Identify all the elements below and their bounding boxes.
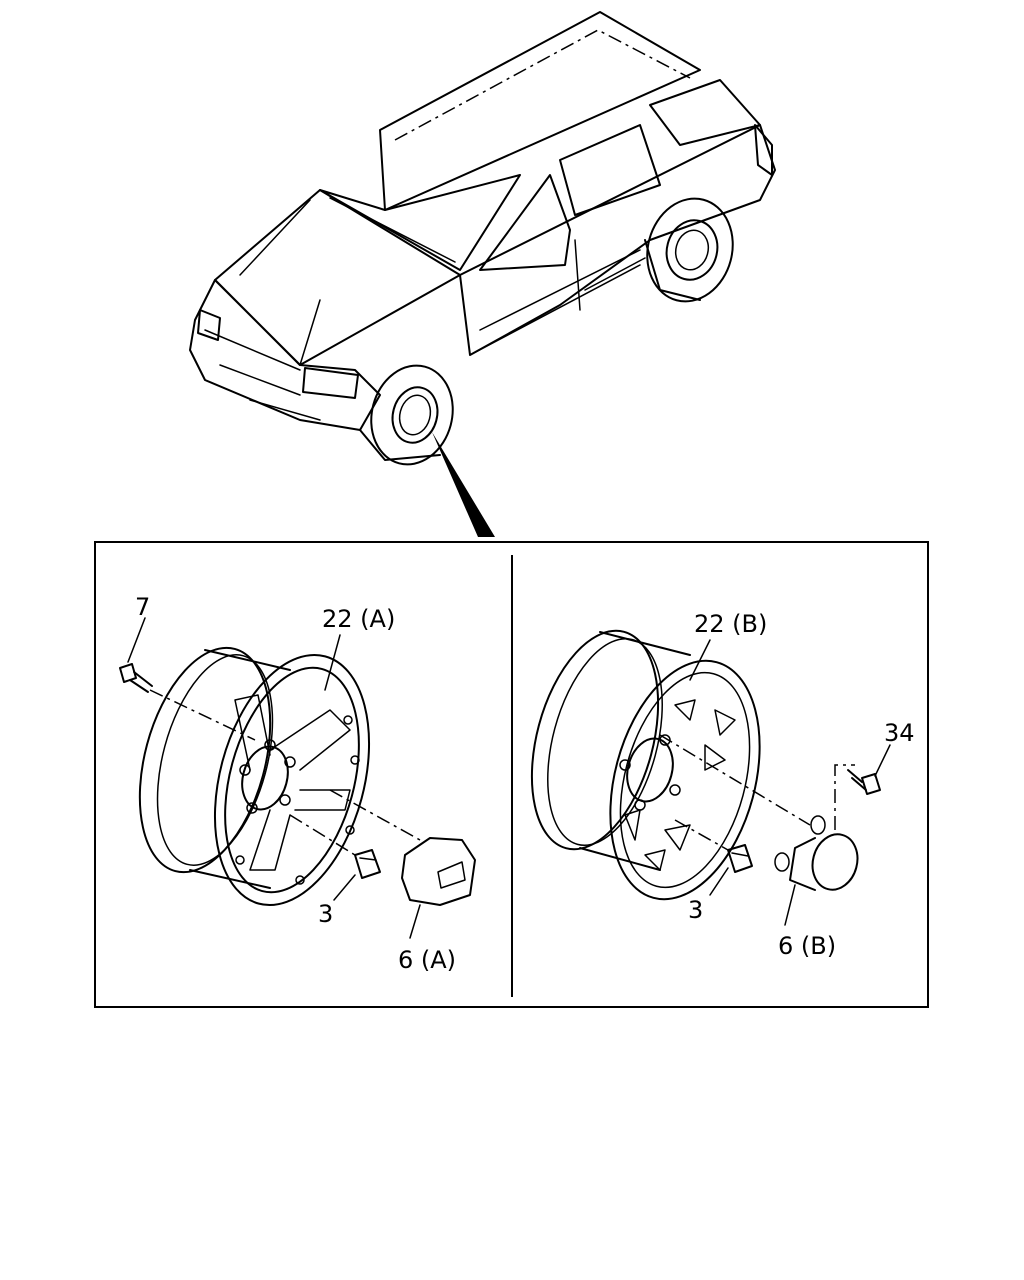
label-wheel-22a: 22 (A) [322,605,395,633]
wheel-b-assembly [530,629,761,901]
lug-nut-3-left [289,814,381,901]
label-bolt-7: 7 [135,593,150,621]
label-nut-3-left: 3 [318,900,333,928]
detail-frame [94,541,929,1008]
label-bolt-34: 34 [884,719,915,747]
rear-wheel [644,197,734,303]
label-cap-6b: 6 (B) [778,932,836,960]
pointer-arrow [432,432,495,537]
label-wheel-22b: 22 (B) [694,610,767,638]
leader-22b [689,639,711,681]
label-nut-3-right: 3 [688,896,703,924]
bolt-7 [119,617,256,741]
bolt-34 [834,744,891,830]
wheel-a-assembly [138,646,371,907]
label-cap-6a: 6 (A) [398,946,456,974]
front-wheel [359,364,454,466]
center-cap-a [329,789,476,939]
leader-22a [324,634,341,691]
center-cap-b [659,734,859,926]
suv-illustration [189,11,776,466]
lug-nut-3-right [674,819,753,896]
